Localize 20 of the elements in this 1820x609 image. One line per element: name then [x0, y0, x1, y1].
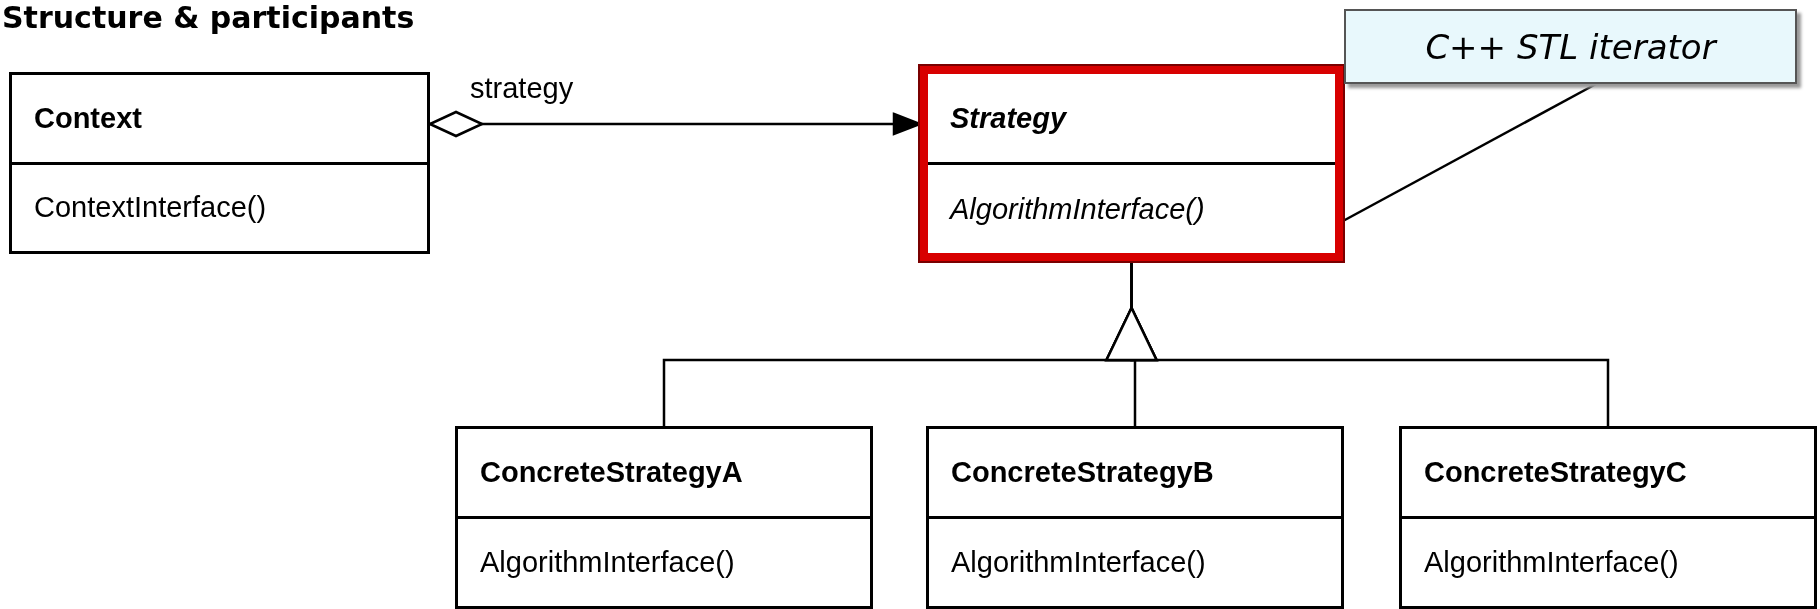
diagram-title: Structure & participants — [2, 0, 415, 35]
class-name: Strategy — [950, 101, 1067, 135]
class-box — [9, 72, 430, 254]
class-name: Context — [34, 101, 142, 135]
note-text: C++ STL iterator — [1425, 26, 1716, 67]
method-name: AlgorithmInterface() — [951, 546, 1206, 579]
method-name: AlgorithmInterface() — [480, 546, 735, 579]
class-box — [1399, 426, 1817, 609]
leader-line — [1342, 82, 1597, 223]
class-name: ConcreteStrategyC — [1424, 456, 1687, 489]
method-name: AlgorithmInterface() — [1424, 546, 1679, 579]
class-name: ConcreteStrategyB — [951, 456, 1214, 489]
class-name: ConcreteStrategyA — [480, 456, 743, 489]
arrow — [1105, 261, 1610, 426]
class-box — [926, 426, 1344, 609]
note-box — [1344, 9, 1797, 84]
method-name: ContextInterface() — [34, 191, 267, 225]
method-name: AlgorithmInterface() — [950, 192, 1205, 226]
class-box — [920, 66, 1343, 261]
class-box — [455, 426, 873, 609]
